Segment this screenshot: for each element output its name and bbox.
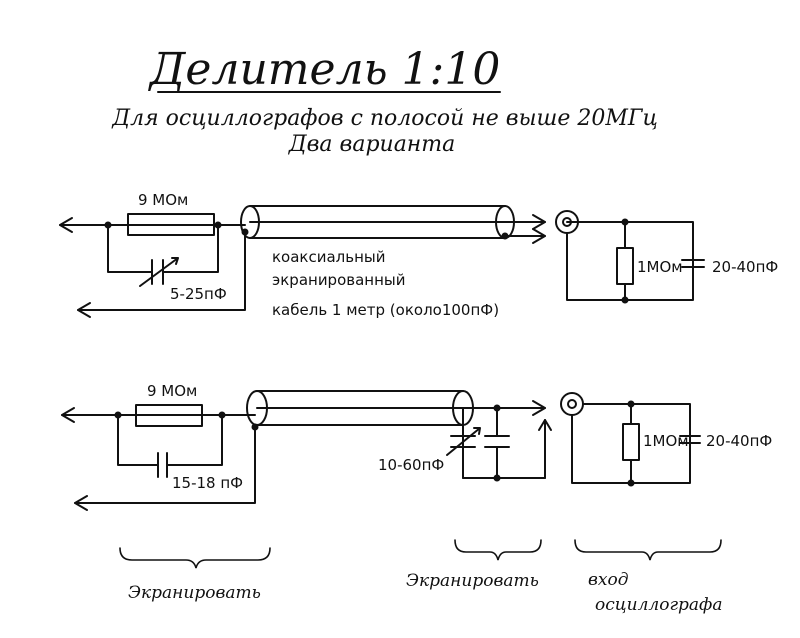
page-subtitle-2: Два варианта (288, 132, 456, 157)
v1-ground-arrow-icon (77, 302, 91, 318)
v2-input-arrow-icon (61, 407, 75, 423)
v1-node (501, 232, 509, 240)
v2-scope-capacitor-label: 20-40пФ (706, 432, 772, 450)
v1-cable-label-2: экранированный (272, 271, 406, 289)
v1-cap-wire (162, 224, 219, 273)
v1-scope-resistor (616, 247, 634, 285)
v1-node (621, 296, 629, 304)
v2-core-arrow-icon (532, 400, 546, 416)
shield-right-label: Экранировать (406, 571, 539, 591)
v2-capacitor (157, 452, 168, 478)
v2-node (627, 400, 635, 408)
v2-scope-connector-icon (560, 392, 584, 416)
v1-core-arrow-icon (532, 214, 546, 230)
v1-variable-capacitor (151, 259, 164, 285)
scope-input-label-2: осциллографа (595, 595, 723, 615)
shield-right-brace (454, 539, 542, 561)
v2-capacitor-label: 15-18 пФ (172, 474, 243, 492)
scope-input-label-1: вход (588, 570, 629, 590)
bottom-notes: Экранировать Экранировать вход осциллогр… (119, 539, 723, 615)
page-subtitle: Для осциллографов с полосой не выше 20МГ… (111, 106, 658, 131)
v2-node (493, 474, 501, 482)
scope-input-brace (574, 539, 722, 561)
v2-trim-capacitor-label: 10-60пФ (378, 456, 444, 474)
v2-trim-arrow-icon (446, 427, 481, 456)
v1-resistor (127, 213, 215, 236)
variant-1-circuit: 9 МОм 5-25пФ коаксиальный экранированный… (59, 191, 778, 319)
v1-shield-arrow-icon (532, 228, 546, 244)
v1-cap-wire (107, 224, 153, 273)
v2-resistor-label: 9 МОм (147, 382, 197, 400)
v1-scope-resistor-label: 1МОм (637, 258, 683, 276)
shield-left-brace (119, 547, 271, 569)
v2-scope-frame (571, 403, 691, 484)
v2-fixed-capacitor (484, 435, 510, 448)
v2-scope-resistor-label: 1МОм (643, 432, 689, 450)
page-title: Делитель 1:10 (148, 44, 501, 95)
v2-scope-capacitor (679, 435, 701, 444)
v2-coax-shield (256, 390, 464, 426)
v1-input-arrow-icon (59, 217, 73, 233)
v2-scope-connector-pin (567, 399, 577, 409)
v2-cap-wire (117, 414, 159, 466)
v1-ground-wire (77, 231, 246, 311)
v1-scope-capacitor (681, 259, 705, 268)
v1-resistor-label: 9 МОм (138, 191, 188, 209)
v1-cable-label-1: коаксиальный (272, 248, 386, 266)
v2-ground-arrow-icon-left (74, 495, 88, 511)
v1-capacitor-label: 5-25пФ (170, 285, 227, 303)
v1-trim-arrow-icon (139, 257, 179, 287)
v1-node (621, 218, 629, 226)
v1-cable-label-3: кабель 1 метр (около100пФ) (272, 301, 499, 319)
v2-cap-wire (166, 414, 223, 466)
shield-left-label: Экранировать (128, 583, 261, 603)
v2-node (627, 479, 635, 487)
v1-scope-frame (566, 221, 694, 301)
v2-ground-arrow-icon (538, 419, 552, 431)
v1-scope-capacitor-label: 20-40пФ (712, 258, 778, 276)
variant-2-circuit: 9 МОм 15-18 пФ 10-60пФ (61, 382, 772, 511)
v2-ground-wire (74, 426, 256, 504)
v2-resistor (135, 404, 203, 427)
v1-coax-shield (249, 205, 506, 239)
v2-scope-resistor (622, 423, 640, 461)
